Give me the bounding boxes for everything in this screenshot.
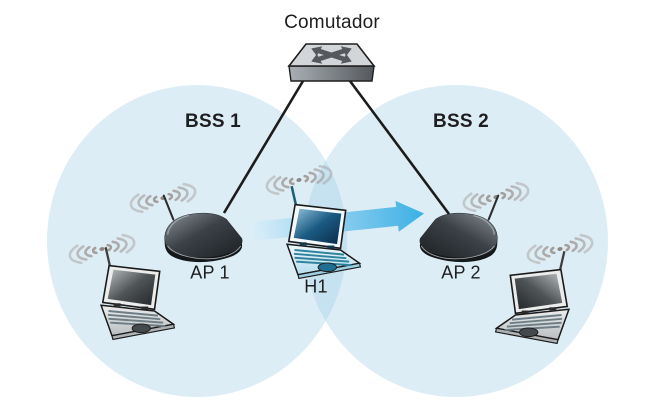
- cable-switch-ap2: [348, 80, 451, 215]
- switch-label: Comutador: [284, 12, 380, 33]
- h1-label: H1: [304, 276, 328, 297]
- bss1-label: BSS 1: [185, 111, 241, 132]
- cable-switch-ap1: [222, 80, 305, 214]
- switch-icon: [287, 43, 376, 82]
- ap2-label: AP 2: [441, 262, 481, 283]
- switch-crossed-arrows: [311, 46, 352, 64]
- bss2-label: BSS 2: [433, 111, 489, 132]
- ap1-label: AP 1: [190, 262, 230, 283]
- switch-cables: [222, 80, 451, 215]
